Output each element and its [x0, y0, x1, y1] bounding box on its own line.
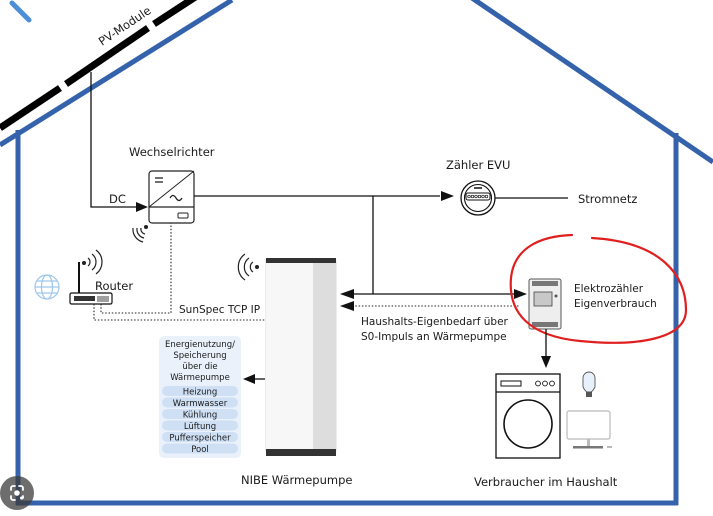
dc-arrowhead [136, 202, 148, 212]
inverter-label: Wechselrichter [129, 145, 215, 159]
inverter-icon [148, 170, 195, 224]
heat-pump-icon [265, 258, 337, 456]
infobox-item: Pool [191, 445, 209, 455]
grid-label: Stromnetz [578, 192, 637, 206]
power-to-heatpump-arrowhead [340, 289, 354, 299]
energy-usage-infobox: Energienutzung/ Speicherung über die Wär… [159, 336, 241, 458]
google-lens-icon [10, 485, 24, 501]
own-meter-label-line2: Eigenverbrauch [574, 298, 657, 310]
heat-pump-wifi-icon [237, 253, 260, 281]
infobox-item: Warmwasser [173, 399, 228, 409]
infobox-item: Kühlung [183, 411, 217, 421]
monitor-icon [566, 410, 612, 449]
consumers-label: Verbraucher im Haushalt [474, 475, 618, 489]
infobox-pills [162, 386, 238, 454]
infobox-item: Lüftung [184, 422, 216, 432]
sunspec-label: SunSpec TCP IP [179, 304, 260, 316]
router-label: Router [95, 279, 133, 293]
to-own-meter-arrowhead [514, 289, 527, 299]
dc-label: DC [109, 192, 126, 206]
din-rail-meter-icon [528, 278, 562, 330]
light-bulb-icon [582, 371, 596, 397]
pv-modules [0, 0, 198, 131]
google-lens-button[interactable] [0, 476, 34, 510]
meter-to-consumers-arrowhead [541, 356, 551, 368]
heatpump-to-infobox-arrowhead [243, 374, 255, 384]
s0-label-line1: Haushalts-Eigenbedarf über [361, 316, 509, 328]
infobox-title-0: Energienutzung/ [165, 340, 235, 350]
s0-arrowhead [340, 301, 354, 311]
red-highlight-circle [509, 233, 688, 344]
globe-icon [34, 274, 60, 300]
infobox-item: Heizung [183, 388, 218, 398]
grid-meter-label: Zähler EVU [446, 158, 510, 172]
corner-tick [9, 0, 32, 23]
infobox-item: Pufferspeicher [169, 434, 231, 444]
infobox-title-3: Wärmepumpe [170, 373, 230, 383]
s0-label-line2: S0-Impuls an Wärmepumpe [361, 331, 507, 343]
heat-pump-label: NIBE Wärmepumpe [241, 473, 352, 487]
router-wifi-icon [81, 249, 103, 275]
electricity-meter-icon [460, 180, 496, 216]
data-lines [93, 223, 520, 321]
ac-arrowhead [441, 191, 454, 201]
router-icon [69, 262, 113, 305]
own-meter-label-line1: Elektrozähler [574, 283, 644, 295]
dc-wire [90, 72, 140, 208]
inverter-wifi-icon [132, 225, 149, 243]
infobox-title-2: über die [182, 362, 217, 372]
washing-machine-icon [495, 373, 561, 459]
infobox-title-1: Speicherung [173, 351, 226, 361]
